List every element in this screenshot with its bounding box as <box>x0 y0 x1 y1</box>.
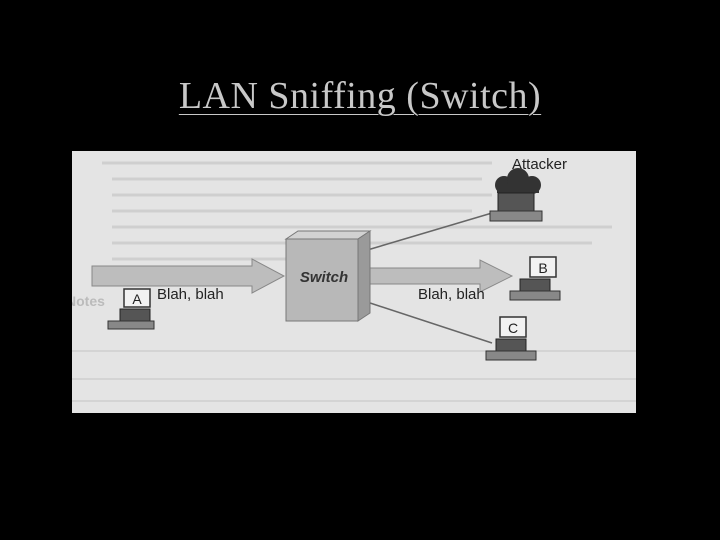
host-b-keyboard <box>509 290 561 301</box>
host-a-label-box <box>123 288 151 308</box>
traffic-label-right: Blah, blah <box>418 286 485 303</box>
side-notes-label: Notes <box>72 293 105 309</box>
network-diagram: Switch Blah, blah Blah, blah A B C <box>72 151 636 413</box>
link-to-attacker <box>363 212 493 252</box>
host-c-label: C <box>508 320 518 336</box>
diagram-canvas: Switch Blah, blah Blah, blah A B C <box>72 156 636 402</box>
host-c-keyboard <box>485 350 537 361</box>
host-c-label-box <box>499 316 527 338</box>
arrow-left <box>91 258 286 294</box>
slide-title: LAN Sniffing (Switch) <box>178 75 542 117</box>
traffic-label-left: Blah, blah <box>157 286 224 303</box>
host-c: C <box>485 316 537 361</box>
switch-label: Switch <box>300 269 348 286</box>
attacker-node: Attacker <box>489 156 567 222</box>
host-a-keyboard <box>107 320 155 330</box>
attacker-keyboard <box>489 210 543 222</box>
host-a-monitor <box>119 308 151 322</box>
host-c-monitor <box>495 338 527 352</box>
host-a-label: A <box>132 291 142 307</box>
host-b-monitor <box>519 278 551 292</box>
host-b-label: B <box>538 260 547 276</box>
attacker-label: Attacker <box>512 156 567 173</box>
arrow-right <box>361 259 514 293</box>
cloud-icon <box>495 168 541 194</box>
link-to-host-c <box>363 300 493 344</box>
switch-box: Switch <box>284 230 372 322</box>
host-b-label-box <box>529 256 557 278</box>
host-b: B <box>509 256 561 301</box>
host-a: A <box>107 288 155 330</box>
attacker-monitor <box>497 192 535 212</box>
connection-lines <box>363 212 493 344</box>
